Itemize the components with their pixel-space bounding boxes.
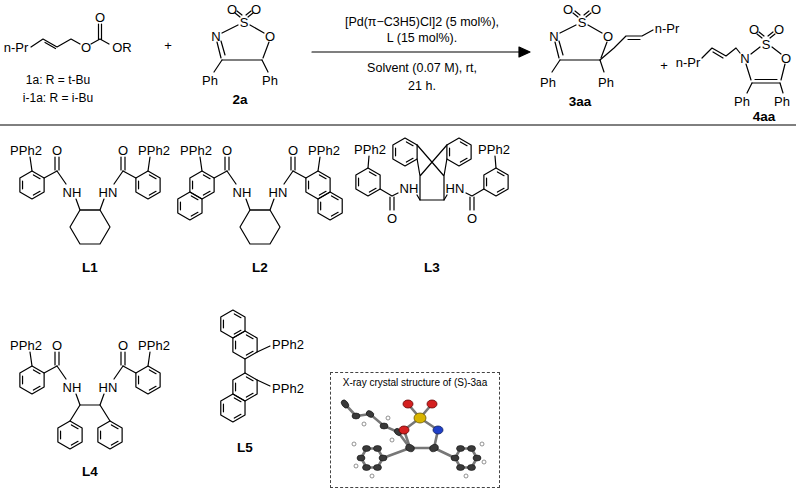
compound-number: L1: [82, 261, 98, 275]
group-label: PPh2: [138, 339, 170, 352]
group-label: n-Pr: [655, 22, 680, 35]
group-label: PPh2: [272, 382, 304, 395]
crystal-structure: [340, 399, 486, 478]
group-label: PPh2: [10, 144, 42, 157]
compound-number: 4aa: [753, 110, 776, 124]
atom-label: NH: [63, 186, 82, 199]
compound-number: L5: [237, 441, 253, 455]
plus-sign: +: [164, 39, 172, 52]
compound-number: L4: [82, 465, 98, 479]
compound-number: 2a: [232, 93, 247, 107]
atom-label: O: [95, 11, 105, 24]
atom-label: O: [603, 30, 613, 43]
atom-label: O: [774, 23, 784, 36]
group-label: PPh2: [308, 144, 340, 157]
atom-label: O: [749, 23, 759, 36]
atom-label: O: [265, 30, 275, 43]
group-label: PPh2: [478, 143, 510, 156]
group-label: Ph: [262, 74, 278, 87]
atom-label: S: [762, 38, 771, 51]
atom-label: S: [578, 16, 587, 29]
group-label: PPh2: [10, 339, 42, 352]
group-label: Ph: [540, 76, 556, 89]
atom-label: OR: [112, 41, 132, 54]
dashed-inset-box: X-ray crystal structure of (S)-3aa: [330, 372, 500, 488]
condition-text: 21 h.: [408, 80, 436, 93]
group-label: PPh2: [272, 338, 304, 351]
atom-label: O: [222, 144, 232, 157]
group-label: Ph: [774, 95, 790, 108]
atom-label: O: [118, 339, 128, 352]
atom-label: O: [81, 41, 91, 54]
atom-label: O: [387, 212, 397, 225]
inset-caption: X-ray crystal structure of (S)-3aa: [331, 373, 499, 389]
atom-label: NH: [63, 381, 82, 394]
atom-label: O: [52, 144, 62, 157]
condition-text: L (15 mol%).: [387, 32, 457, 45]
atom-label: HN: [99, 186, 118, 199]
condition-text: Solvent (0.07 M), rt,: [367, 62, 477, 75]
plus-sign: +: [660, 59, 668, 72]
group-label: 1a: R = t-Bu: [26, 74, 90, 86]
atom-label: O: [118, 144, 128, 157]
atom-label: S: [240, 16, 249, 29]
group-label: n-Pr: [4, 41, 29, 54]
atom-label: O: [227, 3, 237, 16]
condition-text: [Pd(π−C3H5)Cl]2 (5 mol%),: [345, 16, 499, 29]
group-label: Ph: [598, 76, 614, 89]
group-label: Ph: [734, 95, 750, 108]
atom-label: O: [591, 3, 601, 16]
atom-label: O: [563, 3, 573, 16]
atom-label: O: [467, 212, 477, 225]
group-label: i-1a: R = i-Bu: [23, 92, 93, 104]
atom-label: O: [781, 52, 791, 65]
group-label: PPh2: [180, 144, 212, 157]
compound-number: 3aa: [569, 95, 592, 109]
group-label: PPh2: [138, 144, 170, 157]
atom-label: HN: [446, 182, 465, 195]
atom-label: NH: [233, 186, 252, 199]
group-label: PPh2: [354, 143, 386, 156]
atom-label: O: [251, 3, 261, 16]
group-label: Ph: [202, 74, 218, 87]
atom-label: N: [549, 30, 558, 43]
atom-label: HN: [269, 186, 288, 199]
group-label: n-Pr: [676, 56, 701, 69]
atom-label: HN: [99, 381, 118, 394]
compound-number: L2: [252, 261, 268, 275]
atom-label: N: [211, 30, 220, 43]
atom-label: O: [52, 339, 62, 352]
atom-label: NH: [400, 182, 419, 195]
atom-label: N: [740, 52, 749, 65]
compound-number: L3: [424, 261, 440, 275]
atom-label: O: [288, 144, 298, 157]
